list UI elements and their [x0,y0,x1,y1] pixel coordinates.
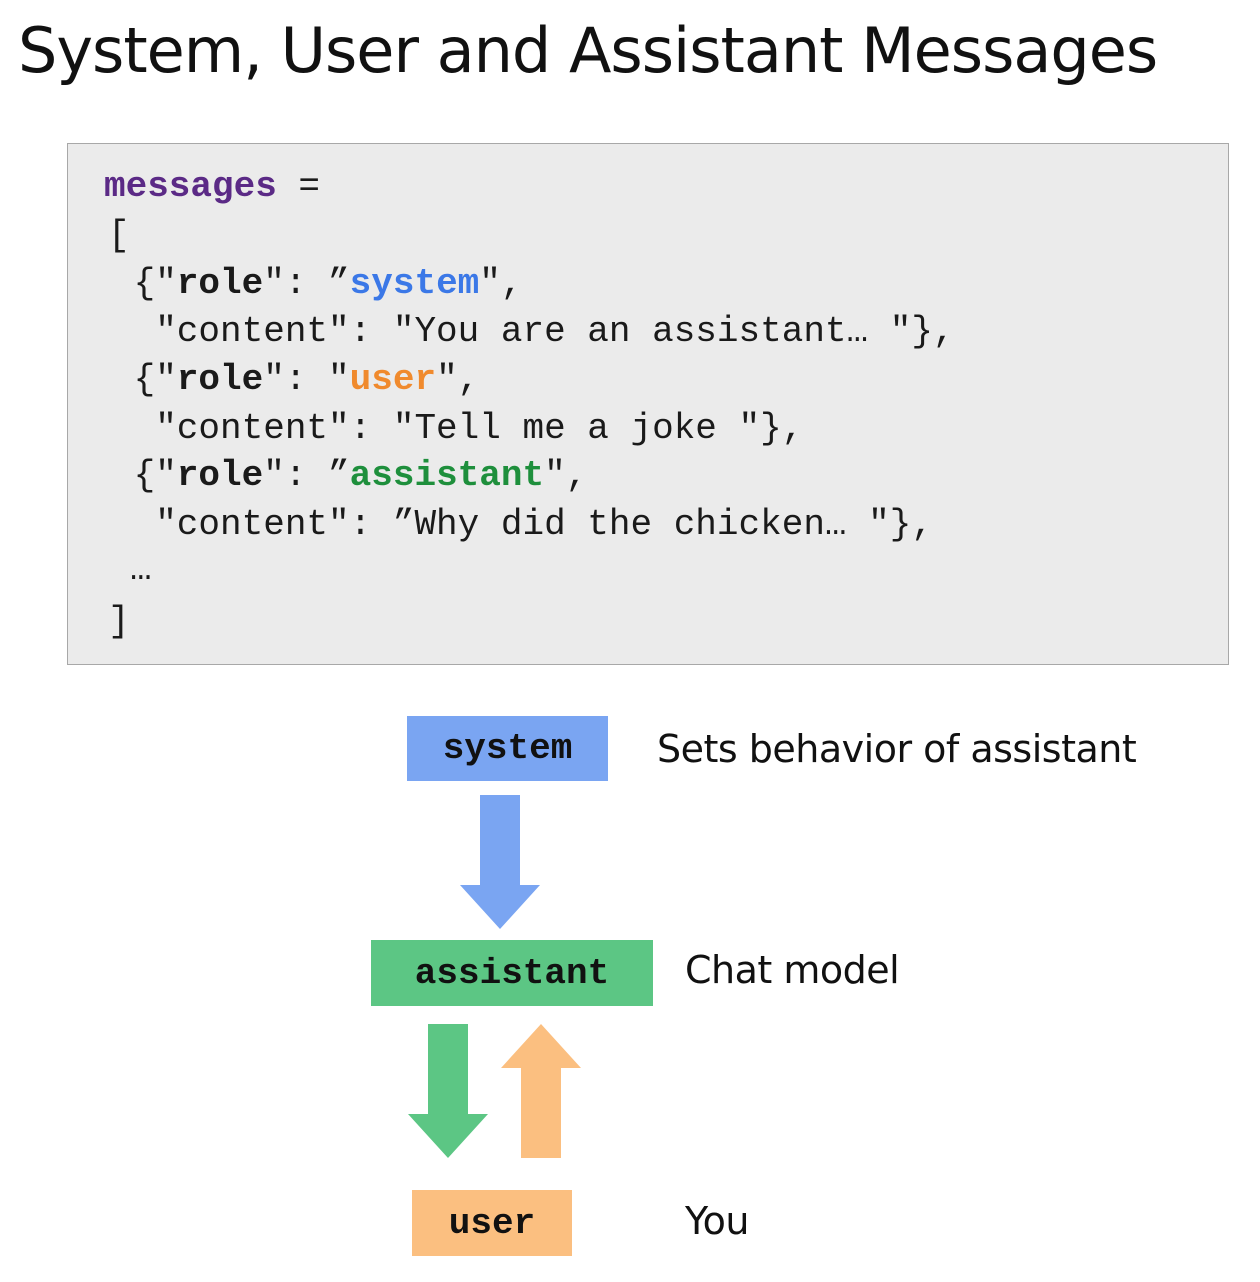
code-line-content-assistant: "content": ”Why did the chicken… "}, [112,504,933,545]
role-value-assistant: assistant [349,455,545,496]
system-description: Sets behavior of assistant [657,727,1137,771]
role-key: role [176,359,264,400]
role-mid: ": ” [263,263,350,304]
equals-sign: = [276,166,321,207]
role-suffix: ", [479,263,523,304]
code-line-content-system: "content": "You are an assistant… "}, [112,311,955,352]
messages-variable: messages [104,166,277,207]
role-suffix: ", [544,455,588,496]
ellipsis: … [130,549,152,590]
code-line-messages: messages = [104,166,320,207]
system-role-box: system [407,716,608,781]
code-line-role-assistant: {"role": ”assistant", [112,455,588,496]
code-line-role-user: {"role": "user", [112,359,480,400]
assistant-description: Chat model [685,948,900,992]
role-key: role [176,455,264,496]
open-bracket: [ [108,215,130,256]
page-title: System, User and Assistant Messages [18,14,1158,87]
user-description: You [685,1199,750,1243]
role-mid: ": ” [263,455,350,496]
user-role-box: user [412,1190,572,1256]
down-arrow-icon [460,795,540,929]
role-value-user: user [349,359,437,400]
role-prefix: {" [112,359,177,400]
down-arrow-icon [408,1024,488,1158]
role-mid: ": " [263,359,350,400]
up-arrow-icon [501,1024,581,1158]
role-prefix: {" [112,263,177,304]
code-line-role-system: {"role": ”system", [112,263,523,304]
close-bracket: ] [108,601,130,642]
role-key: role [176,263,264,304]
code-block: messages = [ {"role": ”system", "content… [67,143,1229,665]
role-prefix: {" [112,455,177,496]
assistant-role-box: assistant [371,940,653,1006]
role-suffix: ", [436,359,480,400]
role-value-system: system [349,263,480,304]
code-line-content-user: "content": "Tell me a joke "}, [112,408,804,449]
